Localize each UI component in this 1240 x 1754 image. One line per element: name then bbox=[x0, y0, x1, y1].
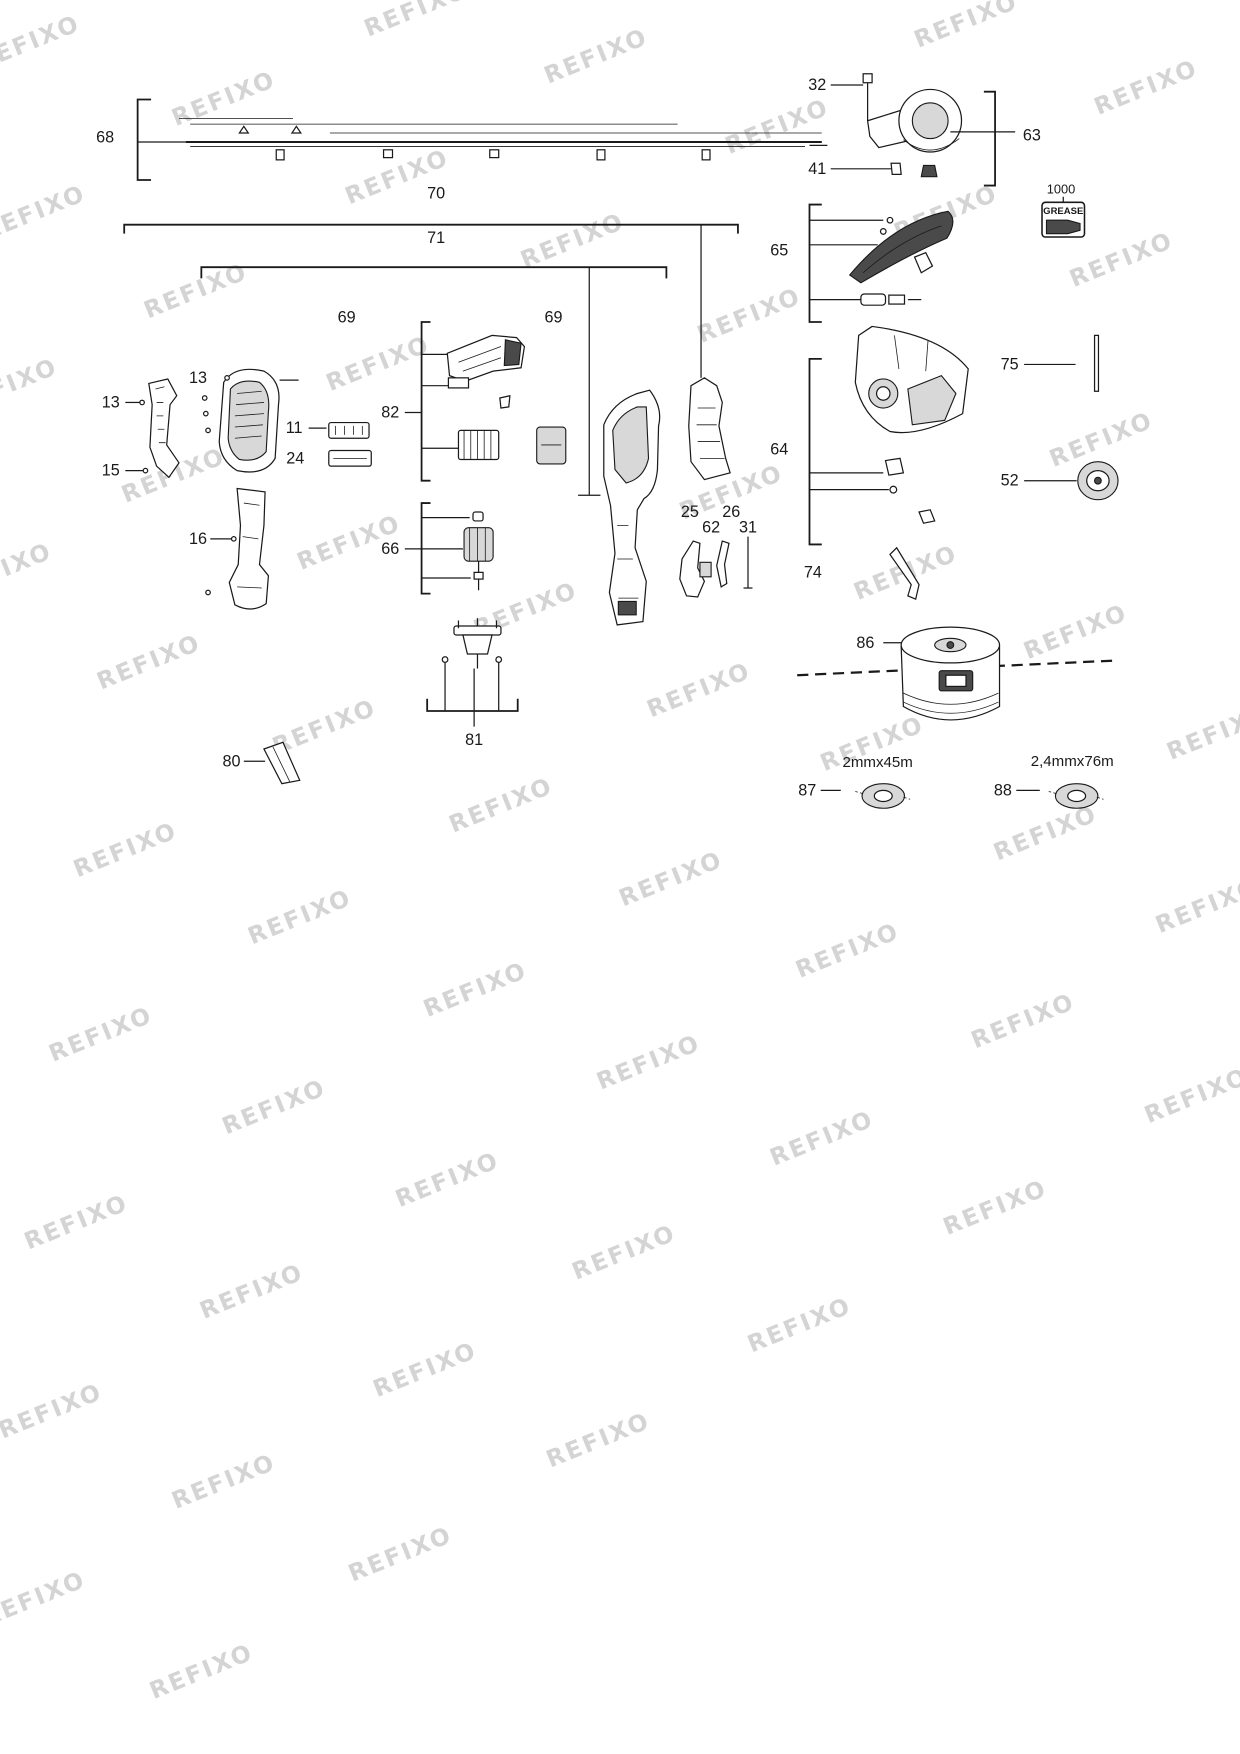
callout-80: 80 bbox=[223, 752, 241, 770]
callout-11: 11 bbox=[286, 419, 303, 437]
callout-41: 41 bbox=[808, 160, 826, 178]
part-housing-left-drawing bbox=[201, 368, 299, 473]
callout-63: 63 bbox=[1023, 126, 1041, 144]
bracket-65 bbox=[808, 203, 884, 323]
callout-88: 88 bbox=[994, 781, 1012, 799]
callout-25: 25 bbox=[681, 503, 699, 521]
callout-81: 81 bbox=[465, 731, 483, 749]
grease-quantity: 1000 bbox=[1047, 181, 1076, 196]
callout-74: 74 bbox=[804, 563, 822, 581]
callout-62: 62 bbox=[702, 519, 720, 537]
part-70-drawing bbox=[178, 118, 828, 161]
line-spec-87: 2mmx45m bbox=[842, 754, 912, 771]
part-13-15-drawing bbox=[125, 378, 180, 479]
bracket-68 bbox=[136, 98, 186, 181]
callout-68: 68 bbox=[96, 129, 114, 147]
part-65-drawing bbox=[848, 210, 954, 306]
callout-15: 15 bbox=[102, 462, 120, 480]
part-88-drawing bbox=[1016, 783, 1104, 809]
part-64-drawing bbox=[854, 325, 969, 524]
callout-71: 71 bbox=[427, 229, 445, 247]
callout-31: 31 bbox=[739, 519, 757, 537]
callout-32: 32 bbox=[808, 76, 826, 94]
callout-87: 87 bbox=[798, 781, 816, 799]
grease-label: GREASE bbox=[1043, 206, 1083, 217]
callout-16: 16 bbox=[189, 530, 207, 548]
callout-13: 13 bbox=[102, 393, 120, 411]
part-82-drawing bbox=[446, 334, 567, 465]
callout-66: 66 bbox=[381, 540, 399, 558]
line-spec-88: 2,4mmx76m bbox=[1031, 753, 1114, 770]
grease-pack: GREASE bbox=[1041, 196, 1086, 238]
part-81-drawing bbox=[441, 618, 503, 669]
callout-64: 64 bbox=[770, 440, 788, 458]
part-63-drawing bbox=[830, 73, 963, 178]
part-75-drawing bbox=[1024, 334, 1100, 392]
callout-86: 86 bbox=[856, 634, 874, 652]
bracket-66 bbox=[404, 502, 471, 595]
callout-24: 24 bbox=[286, 449, 304, 467]
bracket-63 bbox=[950, 90, 1016, 187]
part-74-drawing bbox=[889, 546, 920, 601]
callout-13: 13 bbox=[189, 369, 207, 387]
bracket-81 bbox=[426, 662, 519, 727]
part-80-drawing bbox=[243, 741, 301, 785]
bracket-69 bbox=[200, 266, 668, 496]
callout-52: 52 bbox=[1001, 472, 1019, 490]
bracket-71 bbox=[123, 223, 739, 378]
callout-69: 69 bbox=[338, 308, 356, 326]
callout-69: 69 bbox=[544, 308, 562, 326]
bracket-64 bbox=[808, 357, 889, 546]
part-24-drawing bbox=[328, 449, 372, 467]
part-87-drawing bbox=[820, 783, 911, 809]
part-11-drawing bbox=[308, 421, 370, 439]
callout-70: 70 bbox=[427, 184, 445, 202]
callout-26: 26 bbox=[722, 503, 740, 521]
callout-75: 75 bbox=[1001, 355, 1019, 373]
callout-82: 82 bbox=[381, 404, 399, 422]
callout-65: 65 bbox=[770, 241, 788, 259]
callout-labels: 68 70 71 69 69 13 13 15 16 11 24 82 66 8… bbox=[96, 76, 1113, 799]
part-cover-right-drawing bbox=[688, 377, 731, 481]
part-66-drawing bbox=[463, 511, 494, 591]
part-25-26-62-31-drawing bbox=[679, 536, 753, 598]
part-86-drawing bbox=[797, 626, 1113, 721]
part-housing-right-drawing bbox=[603, 389, 661, 626]
part-52-drawing bbox=[1024, 461, 1119, 501]
part-handle-lower-drawing bbox=[205, 487, 270, 610]
